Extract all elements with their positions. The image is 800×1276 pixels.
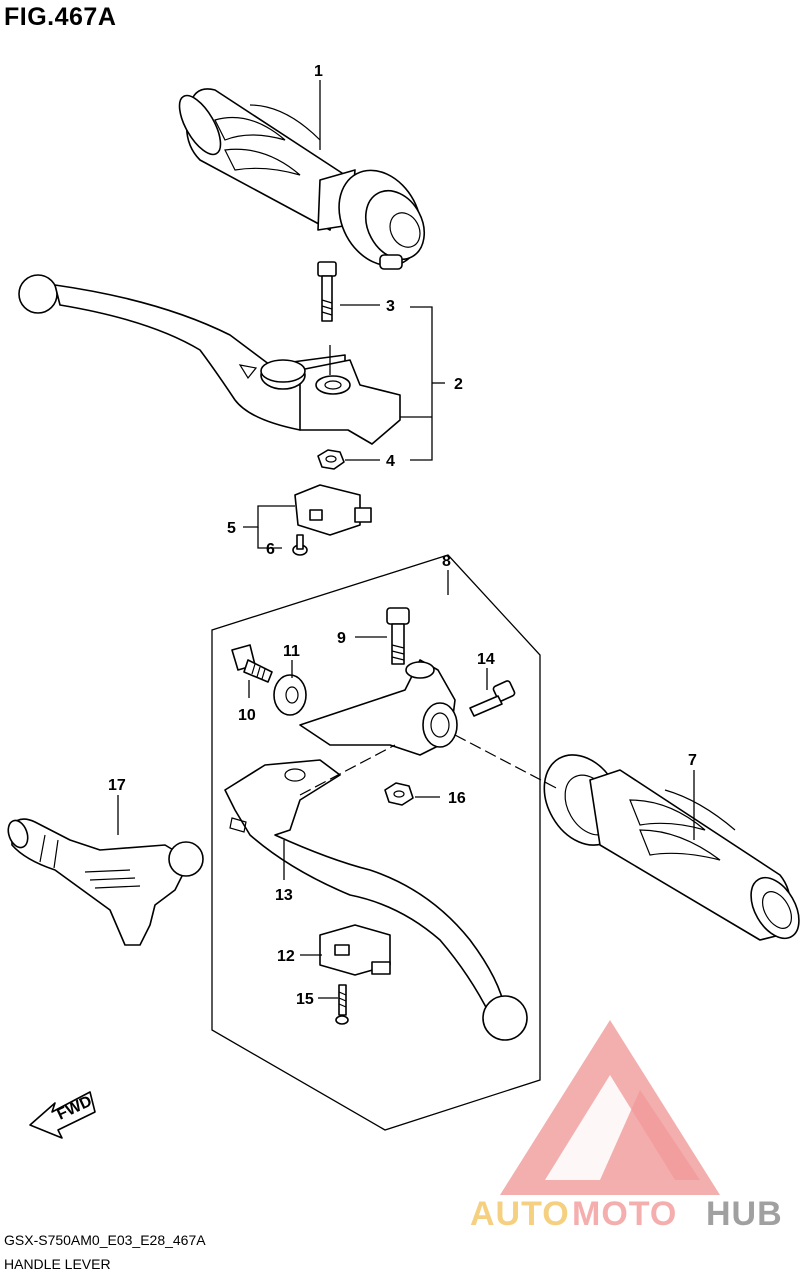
- washer-part-11: [273, 674, 307, 716]
- callout-1: 1: [314, 63, 323, 80]
- clutch-lever-part-13: [224, 759, 528, 1041]
- switch-part-5: [294, 484, 372, 536]
- callout-5: 5: [227, 520, 236, 537]
- callout-15: 15: [296, 991, 314, 1008]
- watermark-moto: MOTO: [572, 1195, 677, 1233]
- callout-numbers: 1 2 3 4 5 6 7 8 9 10 11 12 13 14 15 16 1…: [108, 63, 697, 1008]
- cable-adjuster-part-17: [7, 818, 204, 946]
- figure-description: HANDLE LEVER: [4, 1256, 111, 1272]
- callout-9: 9: [337, 630, 346, 647]
- grip-right-part-1: [178, 88, 426, 270]
- callout-4: 4: [386, 453, 395, 470]
- screw-part-10: [231, 644, 273, 683]
- callout-8: 8: [442, 553, 451, 570]
- callout-16: 16: [448, 790, 466, 807]
- screw-part-15: [335, 984, 349, 1025]
- callout-6: 6: [266, 541, 275, 558]
- nut-part-16: [384, 782, 414, 806]
- bolt-part-14: [469, 680, 516, 717]
- callout-12: 12: [277, 948, 295, 965]
- brake-lever-part-2: [18, 274, 401, 445]
- callout-2: 2: [454, 376, 463, 393]
- watermark-logo: AUTO MOTO HUB: [470, 1020, 783, 1233]
- watermark-auto: AUTO: [470, 1195, 570, 1233]
- alignment-line-2: [299, 744, 396, 796]
- screw-part-6: [292, 534, 308, 556]
- callout-7: 7: [688, 752, 697, 769]
- assembly-box-part-8: [211, 554, 541, 1131]
- callout-14: 14: [477, 651, 495, 668]
- alignment-line: [454, 734, 561, 791]
- clutch-holder: [299, 659, 458, 756]
- callout-3: 3: [386, 298, 395, 315]
- callout-10: 10: [238, 707, 256, 724]
- callout-17: 17: [108, 777, 126, 794]
- grip-left-part-7: [543, 754, 800, 941]
- bolt-part-3: [317, 261, 337, 322]
- callout-13: 13: [275, 887, 293, 904]
- nut-part-4: [317, 449, 345, 470]
- figure-title: FIG.467A: [4, 3, 117, 31]
- callout-11: 11: [283, 643, 300, 660]
- figure-code: GSX-S750AM0_E03_E28_467A: [4, 1232, 206, 1248]
- pivot-bolt-part-9: [386, 607, 410, 665]
- leader-lines: [117, 80, 695, 999]
- fwd-direction-arrow: FWD: [29, 1091, 96, 1139]
- watermark-hub: HUB: [706, 1195, 783, 1233]
- switch-part-12: [319, 924, 391, 976]
